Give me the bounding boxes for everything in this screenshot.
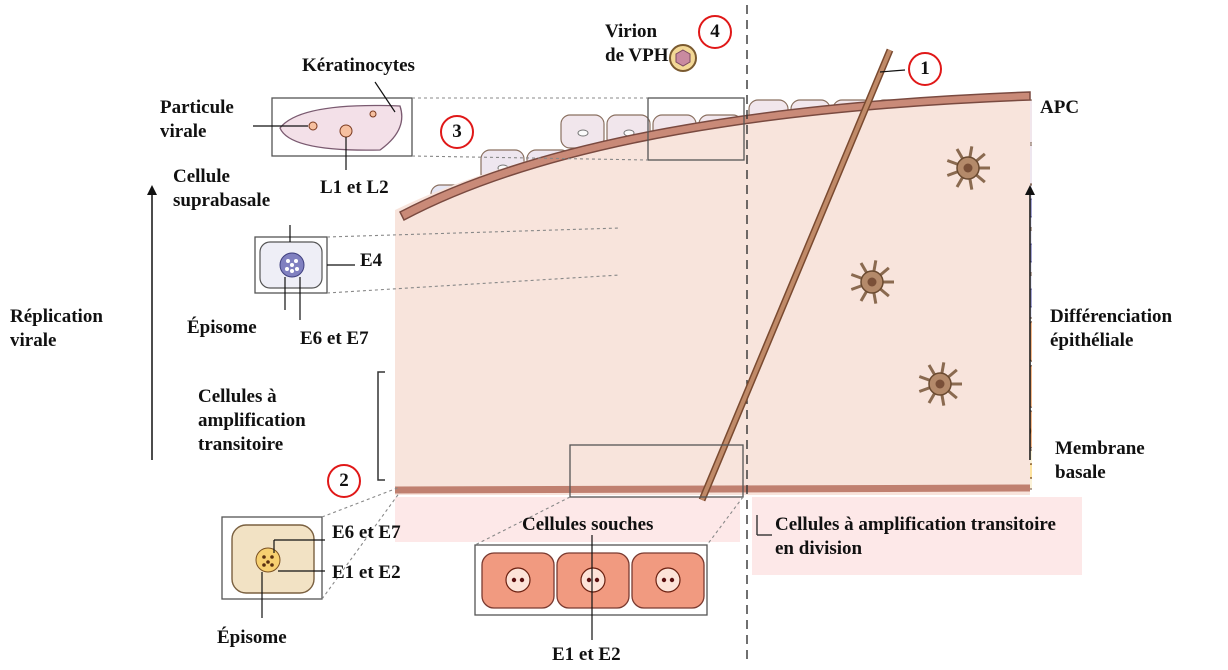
episome-top-label: Épisome xyxy=(187,316,257,340)
basement-membrane-label: Membrane basale xyxy=(1055,437,1155,485)
episome-dot xyxy=(295,267,299,271)
keratinocytes-label: Kératinocytes xyxy=(302,54,415,78)
nucleus-zoom xyxy=(581,568,605,592)
episome-dot xyxy=(262,555,266,559)
e6-e7-bottom-label: E6 et E7 xyxy=(332,521,401,545)
nucleus xyxy=(1036,336,1050,350)
apc-nucleus xyxy=(868,278,877,287)
episome-dot xyxy=(290,269,294,273)
nucleolus xyxy=(595,578,599,582)
stem-cells-label: Cellules souches xyxy=(522,513,653,537)
l1-l2-label: L1 et L2 xyxy=(320,176,389,200)
episome-dot xyxy=(262,563,266,567)
nucleolus xyxy=(670,578,674,582)
viral-particle xyxy=(370,111,376,117)
nucleus-zoom xyxy=(506,568,530,592)
marker-1: 1 xyxy=(908,52,942,86)
nucleus xyxy=(1033,381,1047,395)
nucleolus xyxy=(512,578,516,582)
episome-dot xyxy=(270,563,274,567)
virion-capsid xyxy=(676,50,690,66)
marker-3: 3 xyxy=(440,115,474,149)
e4-label: E4 xyxy=(360,249,382,273)
episome-dot xyxy=(266,560,270,564)
arrow-head xyxy=(147,185,157,195)
nucleus-zoom xyxy=(256,548,280,572)
nucleus-zoom xyxy=(656,568,680,592)
marker-4: 4 xyxy=(698,15,732,49)
episome-dot xyxy=(290,263,294,267)
nucleus xyxy=(578,130,588,136)
nucleolus xyxy=(520,578,524,582)
episome-dot xyxy=(294,259,298,263)
e1-e2-left-label: E1 et E2 xyxy=(332,561,401,585)
apc-label: APC xyxy=(1040,96,1079,120)
bracket xyxy=(378,372,385,480)
virion-label: Virion de VPH xyxy=(605,20,675,68)
viral-particle xyxy=(309,122,317,130)
suprabasal-cell-label: Cellule suprabasale xyxy=(173,165,308,213)
e1-e2-bottom-label: E1 et E2 xyxy=(552,643,621,667)
dividing-transit-cells-label: Cellules à amplification transitoire en … xyxy=(775,513,1075,561)
viral-particle-label: Particule virale xyxy=(160,96,250,144)
episome-dot xyxy=(285,267,289,271)
nucleolus xyxy=(662,578,666,582)
episome-dot xyxy=(286,259,290,263)
viral-particle xyxy=(340,125,352,137)
apc-nucleus xyxy=(936,380,945,389)
transit-amplifying-cells-label: Cellules à amplification transitoire xyxy=(198,385,358,457)
basement-membrane xyxy=(395,488,1030,490)
marker-2: 2 xyxy=(327,464,361,498)
episome-bottom-label: Épisome xyxy=(217,626,287,650)
viral-replication-label: Réplication virale xyxy=(10,305,140,353)
epithelial-differentiation-label: Différenciation épithéliale xyxy=(1050,305,1220,353)
zoom-line xyxy=(707,497,743,545)
diagram-overlay xyxy=(147,5,1035,660)
e6-e7-top-label: E6 et E7 xyxy=(300,327,369,351)
episome-dot xyxy=(270,555,274,559)
nucleolus xyxy=(587,578,591,582)
apc-nucleus xyxy=(964,164,973,173)
